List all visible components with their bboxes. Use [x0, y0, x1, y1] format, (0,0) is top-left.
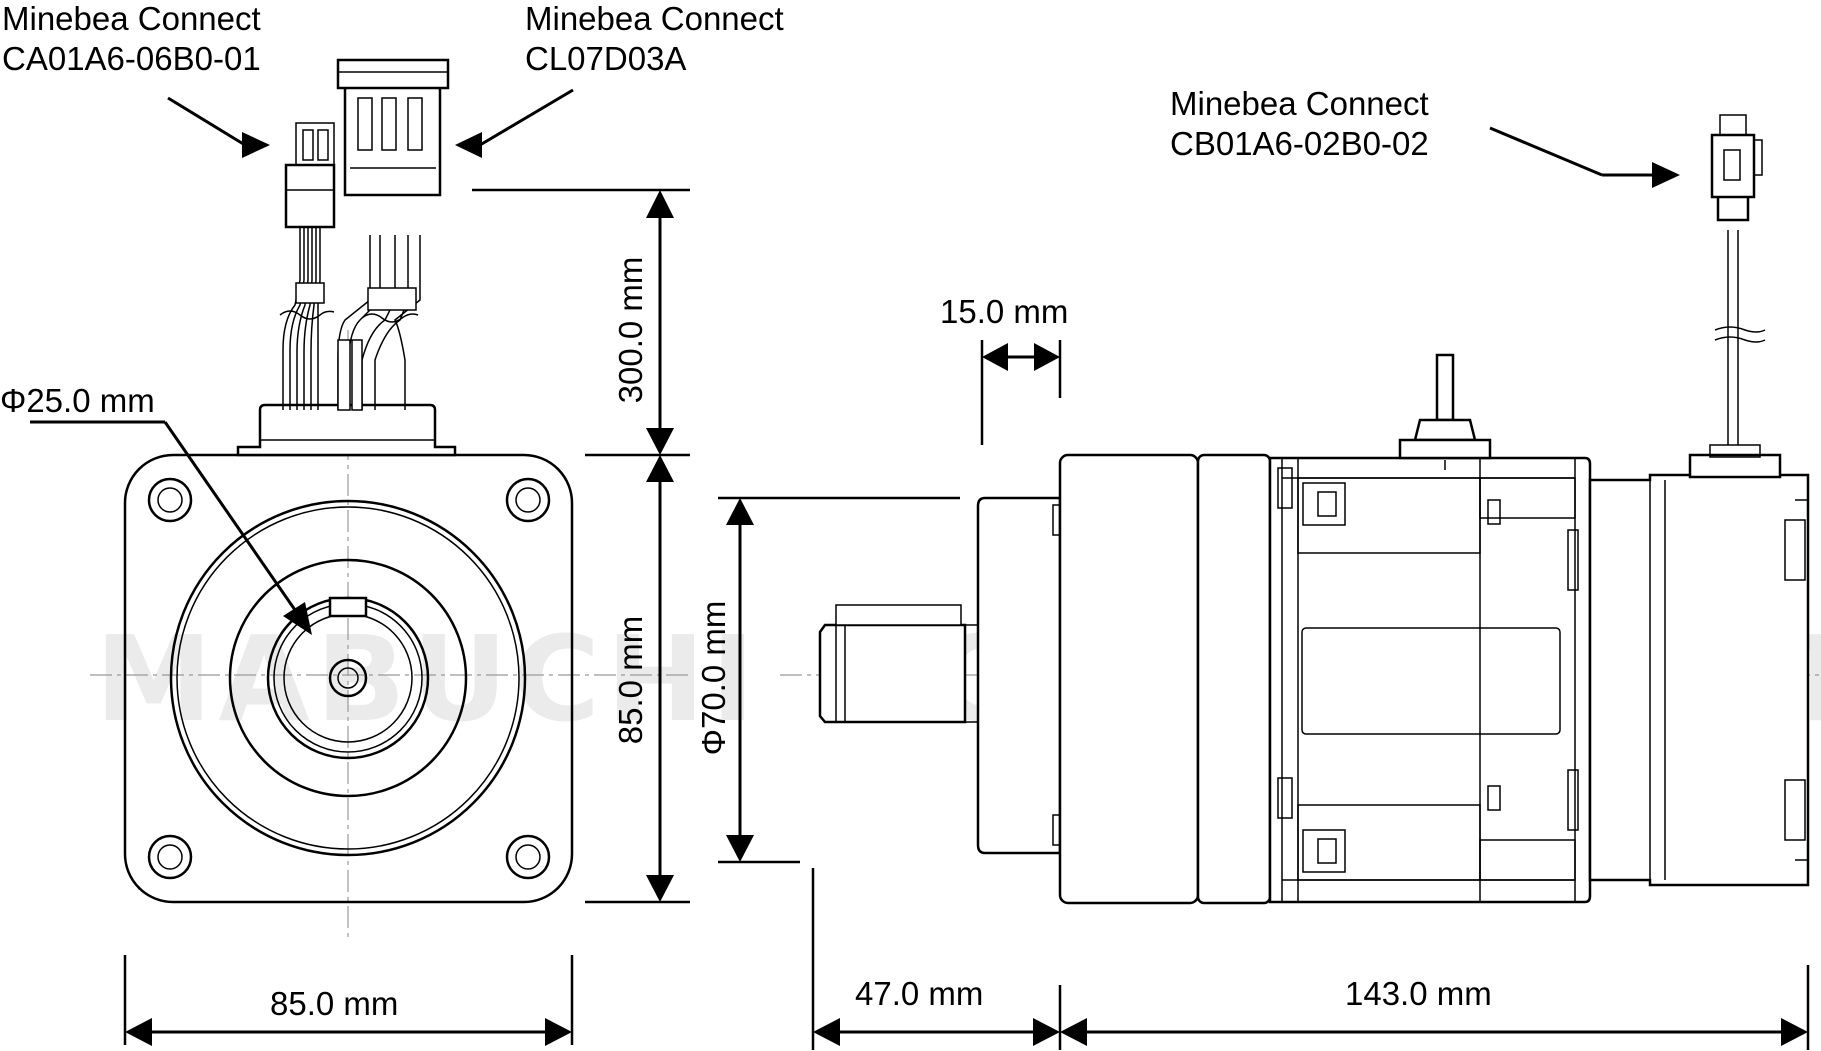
shaft-key-side — [835, 604, 962, 626]
lead-length-label: 300.0 mm — [612, 257, 649, 404]
pilot-diameter-label: Φ70.0 mm — [695, 601, 732, 756]
connector-ca01a6 — [284, 163, 336, 229]
connector-callouts — [30, 88, 1680, 635]
flange-width-label: 85.0 mm — [270, 985, 398, 1022]
front-view — [90, 58, 690, 940]
connector-2-part: CL07D03A — [525, 40, 686, 77]
encoder-cable-side — [1688, 114, 1782, 479]
nameplate-window — [1301, 627, 1561, 735]
mid-housing — [1196, 453, 1272, 905]
pilot-boss — [976, 496, 1062, 855]
side-view — [780, 114, 1821, 905]
cable-exit-boss — [236, 403, 457, 457]
shaft-length-label: 47.0 mm — [855, 975, 983, 1012]
rear-housing — [1588, 473, 1810, 887]
connector-cl07d03a — [343, 84, 442, 197]
front-outer-circle — [169, 499, 527, 857]
connector-3-part: CB01A6-02B0-02 — [1170, 125, 1429, 162]
dimension-lines — [123, 188, 1810, 1050]
body-screws — [1277, 467, 1579, 873]
encoder-cable-front — [279, 122, 336, 410]
shaft-key — [328, 596, 368, 618]
flange-height-label: 85.0 mm — [612, 616, 649, 744]
motor-body — [1268, 456, 1592, 904]
body-length-label: 143.0 mm — [1345, 975, 1492, 1012]
shaft-end — [328, 658, 368, 698]
mounting-holes — [147, 477, 551, 880]
connector-cb01a6 — [1710, 133, 1756, 199]
front-flange-side — [1058, 453, 1200, 905]
bore-diameter-label: Φ25.0 mm — [0, 382, 155, 419]
power-cable-front — [336, 58, 450, 411]
top-vent-post — [1398, 353, 1492, 470]
connector-1-name: Minebea Connect — [2, 0, 261, 37]
output-shaft — [818, 623, 967, 724]
connector-2-name: Minebea Connect — [525, 0, 784, 37]
front-pilot-circle — [228, 558, 468, 798]
pilot-depth-label: 15.0 mm — [940, 293, 1068, 330]
connector-1-part: CA01A6-06B0-01 — [2, 40, 261, 77]
connector-3-name: Minebea Connect — [1170, 85, 1429, 122]
